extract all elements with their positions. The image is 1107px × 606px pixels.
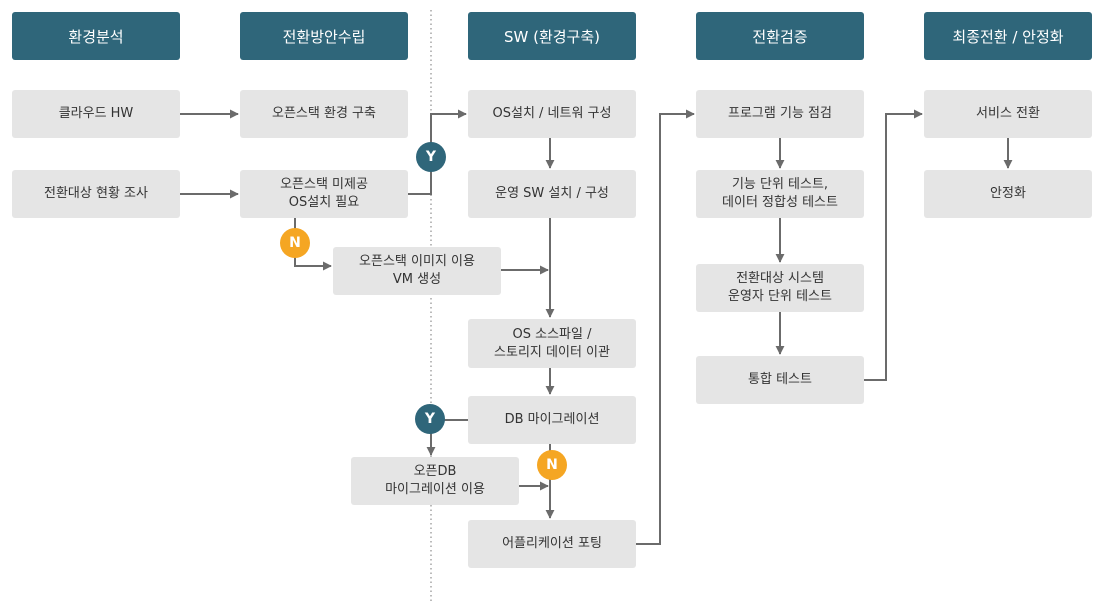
header-verification: 전환검증 [696, 12, 864, 60]
node-label: 서비스 전환 [976, 106, 1040, 121]
node-stabilize: 안정화 [924, 170, 1092, 218]
node-open-db: 오픈DB 마이그레이션 이용 [351, 457, 519, 505]
node-fs-migrate: OS 소스파일 / 스토리지 데이터 이관 [468, 319, 636, 368]
node-label: 오픈스택 이미지 이용 [359, 254, 475, 269]
node-func-check: 프로그램 기능 점검 [696, 90, 864, 138]
node-label: 기능 단위 테스트, [731, 177, 829, 192]
header-final: 최종전환 / 안정화 [924, 12, 1092, 60]
arrow-app-to-check [636, 109, 695, 545]
node-label: 어플리케이션 포팅 [502, 536, 602, 551]
node-label: 통합 테스트 [748, 372, 812, 387]
node-db-migrate: DB 마이그레이션 [468, 396, 636, 444]
node-label: 운영 SW 설치 / 구성 [495, 186, 609, 201]
node-label: 오픈스택 환경 구축 [272, 106, 376, 121]
node-label: VM 생성 [392, 272, 442, 287]
node-label: OS 소스파일 / [512, 326, 592, 342]
node-label: 전환대상 시스템 [736, 271, 824, 286]
node-label: 스토리지 데이터 이관 [494, 344, 610, 360]
node-app-port: 어플리케이션 포팅 [468, 520, 636, 568]
node-label: 마이그레이션 이용 [385, 482, 485, 497]
badge-yes-openstack: Y [416, 142, 446, 172]
badge-yes-db: Y [415, 404, 445, 434]
node-openstack-image: 오픈스택 이미지 이용 VM 생성 [333, 247, 501, 295]
header-analysis: 환경분석 [12, 12, 180, 60]
node-service-switch: 서비스 전환 [924, 90, 1092, 138]
node-survey: 전환대상 현황 조사 [12, 170, 180, 218]
badge-no-openstack: N [280, 228, 310, 258]
node-label: 운영자 단위 테스트 [728, 289, 832, 304]
header-planning: 전환방안수립 [240, 12, 408, 60]
badge-no-db: N [537, 450, 567, 480]
node-sw-install: 운영 SW 설치 / 구성 [468, 170, 636, 218]
node-unit-test: 기능 단위 테스트, 데이터 정합성 테스트 [696, 170, 864, 218]
node-label: 클라우드 HW [58, 106, 134, 121]
node-label: 데이터 정합성 테스트 [722, 195, 838, 210]
node-openstack-unsupported: 오픈스택 미제공 OS설치 필요 [240, 170, 408, 218]
node-label: 안정화 [990, 186, 1026, 201]
arrow-integ-to-service [864, 109, 923, 381]
node-cloud-hw: 클라우드 HW [12, 90, 180, 138]
node-label: DB 마이그레이션 [504, 412, 600, 427]
node-openstack-env: 오픈스택 환경 구축 [240, 90, 408, 138]
node-operator-test: 전환대상 시스템 운영자 단위 테스트 [696, 264, 864, 312]
node-label: 오픈스택 미제공 [280, 177, 368, 192]
node-label: OS설치 필요 [288, 195, 360, 210]
node-os-install: OS설치 / 네트워 구성 [468, 90, 636, 138]
node-integration-test: 통합 테스트 [696, 356, 864, 404]
node-label: 전환대상 현황 조사 [44, 186, 148, 201]
header-sw-build: SW (환경구축) [468, 12, 636, 60]
node-label: 오픈DB [413, 464, 457, 479]
node-label: OS설치 / 네트워 구성 [492, 106, 612, 121]
node-label: 프로그램 기능 점검 [728, 106, 832, 121]
